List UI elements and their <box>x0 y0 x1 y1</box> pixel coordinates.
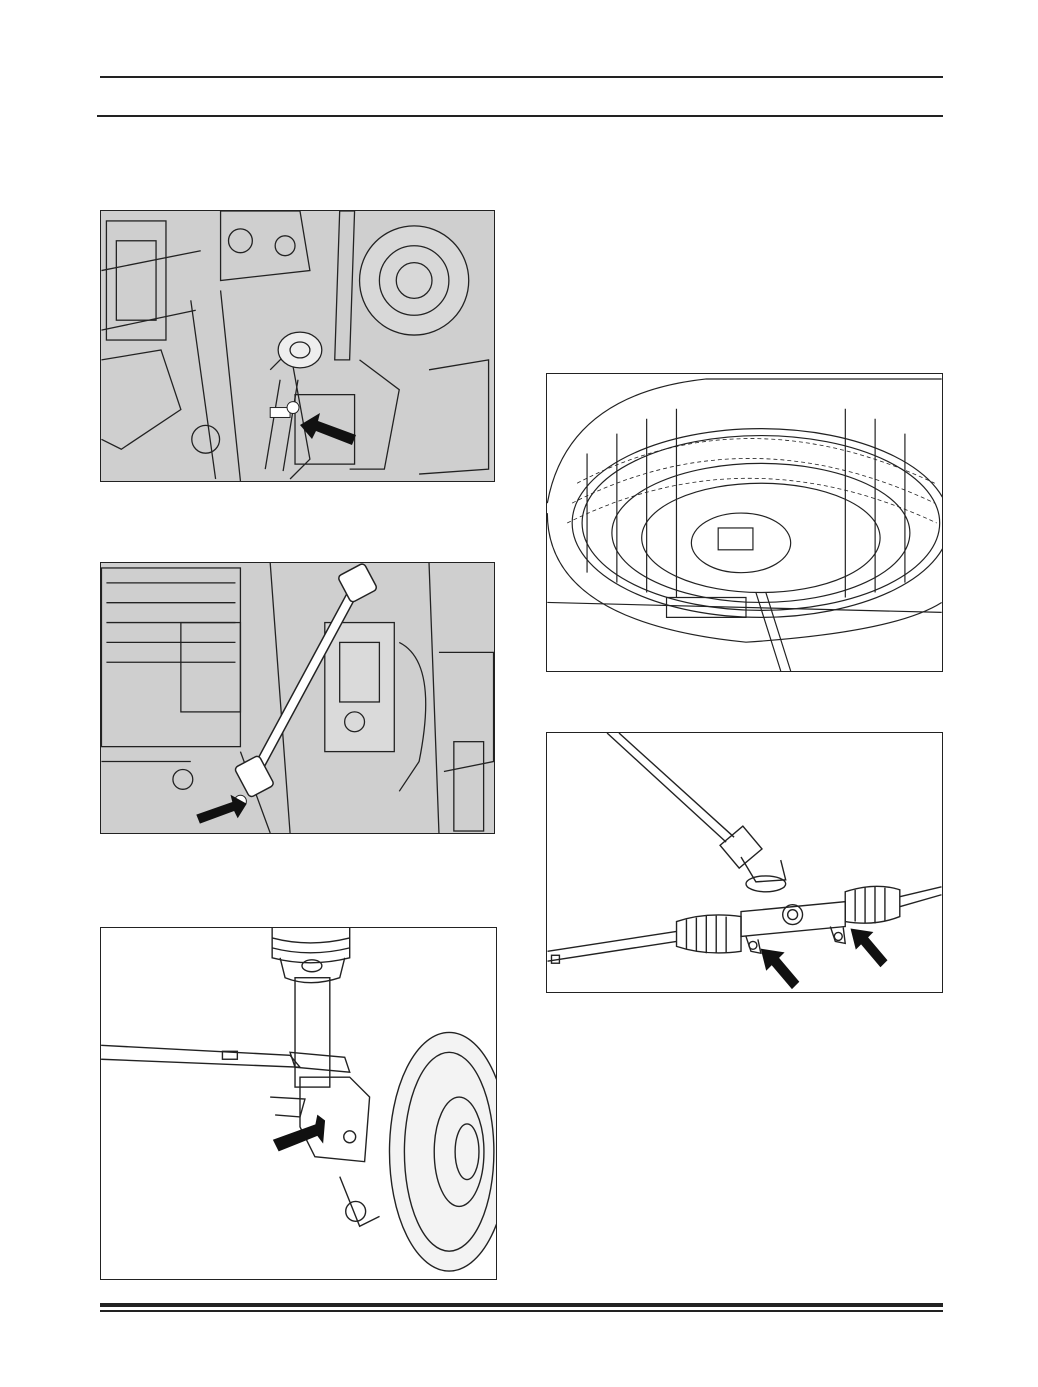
tie-rod-knuckle-illustration <box>101 928 496 1272</box>
header-rule-bottom <box>97 115 943 117</box>
spare-tire-illustration <box>547 378 942 671</box>
steering-column-illustration <box>101 211 490 481</box>
figure-steering-rack <box>546 732 943 993</box>
figure-intermediate-shaft <box>100 562 495 834</box>
intermediate-shaft-illustration <box>101 563 494 833</box>
arrow-pointer-icon <box>300 413 356 445</box>
footer-rule-thin <box>100 1310 943 1312</box>
header-rule-top <box>100 76 943 78</box>
arrow-pointer-icon <box>272 1114 326 1152</box>
footer-rule-thick <box>100 1303 943 1307</box>
arrow-pointer-icon <box>196 794 247 824</box>
figure-tie-rod-knuckle <box>100 927 497 1280</box>
figure-steering-column-joint <box>100 210 495 482</box>
arrow-pointer-icon <box>760 948 800 990</box>
arrow-pointer-icon <box>850 928 888 968</box>
figure-spare-tire-well <box>546 373 943 672</box>
steering-rack-illustration <box>547 733 942 964</box>
